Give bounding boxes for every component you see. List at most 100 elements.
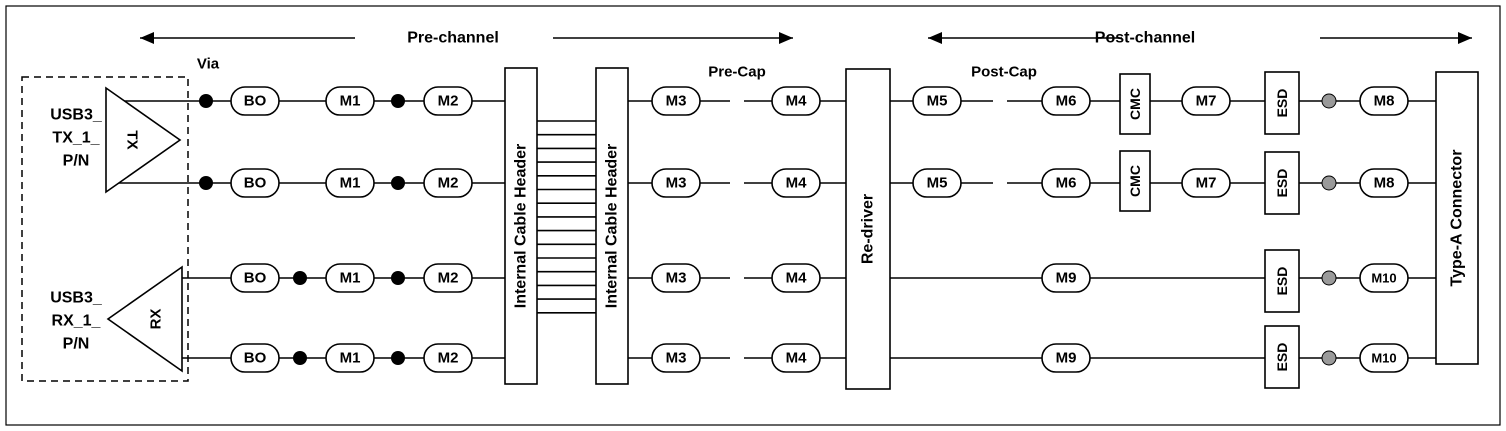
driver-group-dashed-box bbox=[21, 76, 189, 382]
m1-component-label: M1 bbox=[340, 270, 361, 287]
m3-component-label: M3 bbox=[666, 93, 687, 110]
bo-component-label: BO bbox=[244, 175, 267, 192]
m6-component-label: M6 bbox=[1056, 175, 1077, 192]
bo-component bbox=[230, 343, 280, 373]
via-dot bbox=[293, 351, 307, 365]
via-dot bbox=[391, 176, 405, 190]
m4-component-label: M4 bbox=[786, 270, 807, 287]
m9-component bbox=[1041, 343, 1091, 373]
post-cap-label: Post-Cap bbox=[971, 64, 1037, 81]
tx-buffer-triangle bbox=[105, 86, 182, 194]
internal-cable-header-right-label: Internal Cable Header bbox=[604, 144, 621, 309]
m4-component-label: M4 bbox=[786, 175, 807, 192]
internal-cable-header-right bbox=[595, 67, 629, 385]
esd-tx-n-label: ESD bbox=[1274, 169, 1290, 198]
via-dot bbox=[391, 271, 405, 285]
m4-component bbox=[771, 168, 821, 198]
rx-label: RX bbox=[148, 309, 165, 330]
m3-component-label: M3 bbox=[666, 270, 687, 287]
m10-component bbox=[1359, 263, 1409, 293]
bo-component-label: BO bbox=[244, 93, 267, 110]
via-dot bbox=[199, 176, 213, 190]
m7-component bbox=[1181, 86, 1231, 116]
cmc-tx-n-label: CMC bbox=[1127, 165, 1143, 197]
post-cap-gap bbox=[993, 170, 1007, 196]
pre-cap-label: Pre-Cap bbox=[708, 64, 766, 81]
m1-component bbox=[325, 343, 375, 373]
internal-cable-header-left bbox=[504, 67, 538, 385]
m4-component bbox=[771, 343, 821, 373]
via-dot bbox=[199, 94, 213, 108]
m7-component-label: M7 bbox=[1196, 93, 1217, 110]
cmc-tx-p-label: CMC bbox=[1127, 88, 1143, 120]
test-point-dot bbox=[1321, 93, 1337, 109]
esd-tx-p bbox=[1264, 71, 1300, 135]
redriver-block-label: Re-driver bbox=[860, 194, 877, 264]
outer-frame bbox=[5, 5, 1501, 426]
bo-component bbox=[230, 263, 280, 293]
m8-component bbox=[1359, 86, 1409, 116]
m4-component bbox=[771, 263, 821, 293]
test-point-dot bbox=[1321, 175, 1337, 191]
m4-component-label: M4 bbox=[786, 350, 807, 367]
diagram-components bbox=[21, 32, 1479, 390]
rx-signal-name-line: USB3_ bbox=[50, 290, 103, 307]
m6-component-label: M6 bbox=[1056, 93, 1077, 110]
m3-component-label: M3 bbox=[666, 175, 687, 192]
m1-component-label: M1 bbox=[340, 175, 361, 192]
m2-component-label: M2 bbox=[438, 93, 459, 110]
m9-component bbox=[1041, 263, 1091, 293]
m4-component bbox=[771, 86, 821, 116]
pre-cap-gap bbox=[730, 170, 744, 196]
pre-cap-gap bbox=[730, 265, 744, 291]
bo-component-label: BO bbox=[244, 350, 267, 367]
m3-component bbox=[651, 168, 701, 198]
m8-component bbox=[1359, 168, 1409, 198]
post-channel-left-arrow-head bbox=[928, 32, 942, 44]
m1-component-label: M1 bbox=[340, 93, 361, 110]
m2-component-label: M2 bbox=[438, 270, 459, 287]
rx-signal-name-line: P/N bbox=[63, 336, 90, 353]
m1-component bbox=[325, 168, 375, 198]
m2-component bbox=[423, 86, 473, 116]
m8-component-label: M8 bbox=[1374, 93, 1395, 110]
type-a-connector bbox=[1435, 71, 1479, 365]
m2-component-label: M2 bbox=[438, 175, 459, 192]
tx-signal-name-line: TX_1_ bbox=[52, 130, 100, 147]
m3-component bbox=[651, 86, 701, 116]
rx-signal-name-line: RX_1_ bbox=[52, 313, 102, 330]
test-point-dot bbox=[1321, 350, 1337, 366]
m1-component bbox=[325, 263, 375, 293]
internal-cable-header-left-label: Internal Cable Header bbox=[513, 144, 530, 309]
pre-cap-gap bbox=[730, 345, 744, 371]
m1-component bbox=[325, 86, 375, 116]
m2-component bbox=[423, 343, 473, 373]
m7-component bbox=[1181, 168, 1231, 198]
m3-component bbox=[651, 263, 701, 293]
m4-component-label: M4 bbox=[786, 93, 807, 110]
test-point-dot bbox=[1321, 270, 1337, 286]
type-a-connector-label: Type-A Connector bbox=[1449, 150, 1466, 287]
m10-component bbox=[1359, 343, 1409, 373]
pre-cap-gap bbox=[730, 88, 744, 114]
esd-rx-n-label: ESD bbox=[1274, 343, 1290, 372]
m2-component bbox=[423, 263, 473, 293]
m8-component-label: M8 bbox=[1374, 175, 1395, 192]
m9-component-label: M9 bbox=[1056, 350, 1077, 367]
esd-tx-p-label: ESD bbox=[1274, 89, 1290, 118]
redriver-block bbox=[845, 68, 891, 390]
bo-component bbox=[230, 86, 280, 116]
esd-rx-n bbox=[1264, 325, 1300, 389]
via-dot bbox=[391, 351, 405, 365]
m5-component-label: M5 bbox=[927, 175, 948, 192]
m3-component-label: M3 bbox=[666, 350, 687, 367]
m5-component bbox=[912, 86, 962, 116]
pre-channel-title: Pre-channel bbox=[407, 30, 499, 47]
pre-channel-left-arrow-head bbox=[140, 32, 154, 44]
m5-component-label: M5 bbox=[927, 93, 948, 110]
esd-tx-n bbox=[1264, 151, 1300, 215]
esd-rx-p-label: ESD bbox=[1274, 267, 1290, 296]
via-dot bbox=[293, 271, 307, 285]
m6-component bbox=[1041, 168, 1091, 198]
